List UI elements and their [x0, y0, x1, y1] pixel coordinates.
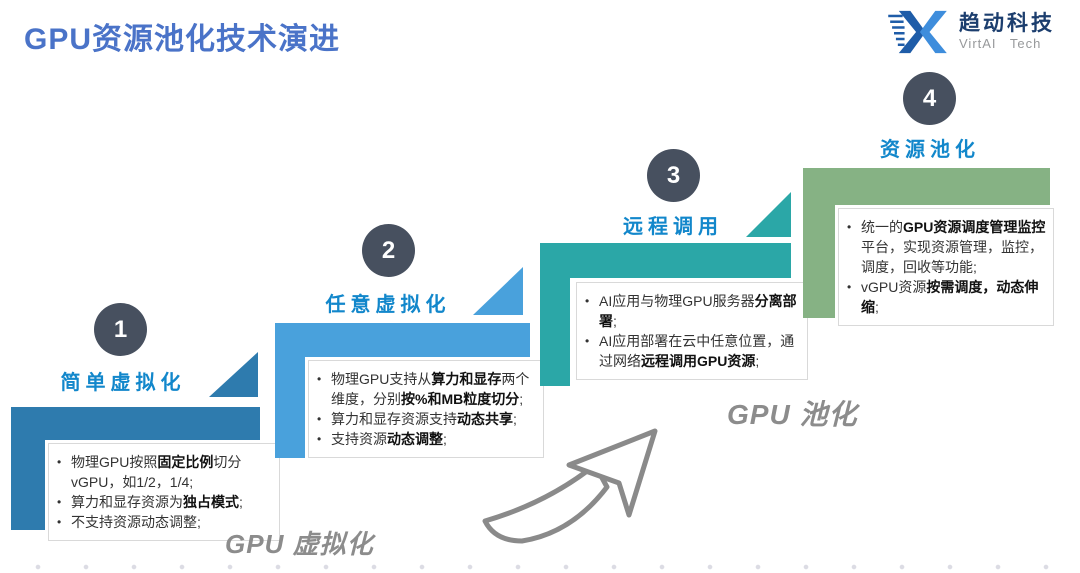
- logo-x-icon: [888, 10, 947, 54]
- step-3-band-horizontal: [540, 243, 791, 278]
- logo-company-name-cn: 趋动科技: [959, 12, 1055, 36]
- step-3-number-badge: 3: [647, 149, 700, 202]
- step-1-band-horizontal: [11, 407, 260, 440]
- logo-company-name-en: VirtAI Tech: [959, 36, 1042, 52]
- step-3-title: 远程调用: [623, 216, 723, 238]
- step-2-number-badge: 2: [362, 224, 415, 277]
- step-4-detail-box: •统一的GPU资源调度管理监控平台，实现资源管理，监控，调度，回收等功能; •vG…: [838, 208, 1054, 326]
- bullet-item: •算力和显存资源为独占模式;: [57, 494, 243, 510]
- step-2-title: 任意虚拟化: [325, 294, 451, 316]
- bullet-item: •支持资源动态调整;: [317, 431, 447, 447]
- step-2-detail-box: •物理GPU支持从算力和显存两个维度，分别按%和MB粒度切分; •算力和显存资源支…: [308, 360, 544, 458]
- arrow-head: [566, 428, 658, 518]
- step-1-triangle: [209, 352, 258, 397]
- bullet-item: •AI应用部署在云中任意位置，通过网络远程调用GPU资源;: [585, 333, 795, 369]
- logo-text: 趋动科技 VirtAI Tech: [959, 13, 1055, 51]
- bullet-item: •物理GPU支持从算力和显存两个维度，分别按%和MB粒度切分;: [317, 371, 530, 407]
- step-3-bullet-list: •AI应用与物理GPU服务器分离部署; •AI应用部署在云中任意位置，通过网络远程…: [585, 291, 801, 371]
- step-3-detail-box: •AI应用与物理GPU服务器分离部署; •AI应用部署在云中任意位置，通过网络远程…: [576, 282, 808, 380]
- step-2-band-horizontal: [275, 323, 530, 357]
- step-1-number-badge: 1: [94, 303, 147, 356]
- upward-trend-arrow-icon: [482, 428, 658, 544]
- stage-label-gpu-virtualization: GPU 虚拟化: [225, 529, 374, 559]
- stage-label-gpu-pooling: GPU 池化: [727, 399, 858, 430]
- step-4-number-badge: 4: [903, 72, 956, 125]
- bullet-item: •vGPU资源按需调度，动态伸缩;: [847, 279, 1039, 315]
- bullet-item: •物理GPU按照固定比例切分vGPU，如1/2，1/4;: [57, 454, 242, 490]
- bullet-item: •不支持资源动态调整;: [57, 514, 201, 530]
- step-4-bullet-list: •统一的GPU资源调度管理监控平台，实现资源管理，监控，调度，回收等功能; •vG…: [847, 217, 1047, 317]
- logo-x-light-arm: [919, 10, 947, 54]
- step-1-bullet-list: •物理GPU按照固定比例切分vGPU，如1/2，1/4; •算力和显存资源为独占模…: [57, 452, 273, 532]
- arrow-body: [482, 462, 610, 544]
- step-4-band-horizontal: [803, 168, 1050, 205]
- step-1-title: 简单虚拟化: [60, 372, 186, 394]
- page-title: GPU资源池化技术演进: [24, 23, 341, 56]
- step-2-bullet-list: •物理GPU支持从算力和显存两个维度，分别按%和MB粒度切分; •算力和显存资源支…: [317, 369, 537, 449]
- logo-speed-lines: [888, 14, 905, 47]
- bullet-item: •AI应用与物理GPU服务器分离部署;: [585, 293, 797, 329]
- company-logo: 趋动科技 VirtAI Tech: [886, 8, 1055, 56]
- step-4-title: 资源池化: [880, 139, 980, 161]
- bullet-item: •统一的GPU资源调度管理监控平台，实现资源管理，监控，调度，回收等功能;: [847, 219, 1046, 275]
- step-1-detail-box: •物理GPU按照固定比例切分vGPU，如1/2，1/4; •算力和显存资源为独占模…: [48, 443, 280, 541]
- bullet-item: •算力和显存资源支持动态共享;: [317, 411, 517, 427]
- step-2-triangle: [473, 267, 523, 315]
- bottom-dot-grid: [0, 563, 1080, 571]
